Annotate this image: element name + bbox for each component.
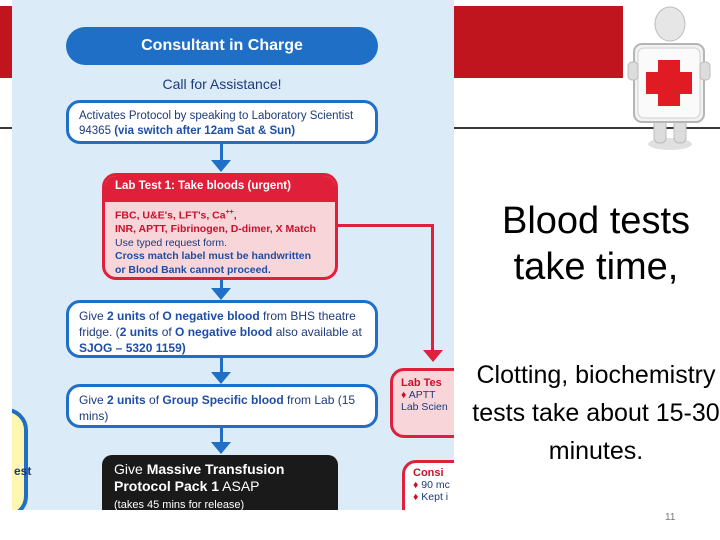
side-consider-row1: 90 mc (421, 479, 450, 491)
side-lab-test-box: Lab Tes ♦ APTT Lab Scien (390, 368, 454, 438)
slide-title: Blood tests take time, (502, 200, 690, 288)
arrow-1-head (211, 160, 231, 172)
red-connector-head (423, 350, 443, 362)
activate-text: Activates Protocol by speaking to Labora… (79, 110, 354, 138)
gs-blood: Group Specific blood (162, 393, 284, 407)
oneg-text-1: Give (79, 309, 108, 323)
red-connector-horizontal (338, 224, 434, 227)
oneg-text-3: from BHS theatre fridge. ( (79, 309, 356, 339)
oneg-text-4: of (158, 324, 176, 339)
mtp-pack: Massive Transfusion Protocol Pack 1 (114, 461, 285, 494)
arrow-3-head (211, 372, 231, 384)
mtp-release-note: (takes 45 mins for release) (114, 498, 245, 510)
lab-test-1-title: Lab Test 1: Take bloods (urgent) (105, 176, 335, 202)
page-number: 11 (665, 512, 676, 523)
mtp-box: Give Massive Transfusion Protocol Pack 1… (102, 455, 338, 510)
oneg-text-5: also available at (272, 324, 362, 339)
consultant-header: Consultant in Charge (66, 27, 378, 65)
arrow-4 (220, 428, 223, 444)
arrow-4-head (211, 442, 231, 454)
gs-text-1: Give (79, 393, 108, 407)
lab-test-1-line1-end: , (233, 209, 237, 222)
gs-text-3: from Lab (15 mins) (79, 393, 356, 423)
gs-units: 2 units (107, 393, 146, 407)
arrow-2 (220, 280, 223, 292)
gs-text-2: of (145, 393, 163, 407)
oneg-blood-1: O negative blood (162, 309, 260, 323)
drop-icon: ♦ (401, 389, 407, 401)
lab-test-1-sup: ++ (225, 209, 234, 216)
o-negative-box: Give 2 units of O negative blood from BH… (66, 300, 378, 358)
left-edge-text: est (14, 464, 32, 478)
lab-test-1-line3: Use typed request form. (115, 236, 228, 249)
lab-test-1-line2: INR, APTT, Fibrinogen, D-dimer, X Match (115, 223, 316, 236)
arrow-3 (220, 358, 223, 374)
side-lab-test-row2: Lab Scien (401, 401, 448, 413)
side-consider-box: Consi ♦ 90 mc ♦ Kept i (402, 460, 454, 510)
arrow-1 (220, 144, 223, 162)
first-aid-figure-icon (627, 6, 711, 150)
oneg-text-2: of (145, 309, 163, 323)
lab-test-1-line4: Cross match label must be handwritten (115, 250, 312, 263)
activate-switch-note: (via switch after 12am Sat & Sun) (114, 125, 296, 138)
arrow-2-head (211, 288, 231, 300)
side-consider-title: Consi (413, 467, 444, 479)
lab-test-1-line5: or Blood Bank cannot proceed. (115, 264, 271, 277)
mtp-text-1: Give (114, 461, 147, 477)
drop-icon: ♦ (413, 491, 419, 503)
oneg-units-1: 2 units (107, 309, 146, 323)
lab-test-1-box: Lab Test 1: Take bloods (urgent) FBC, U&… (102, 173, 338, 280)
oneg-blood-2: O negative blood (175, 324, 273, 339)
mtp-asap: ASAP (219, 477, 260, 494)
group-specific-box: Give 2 units of Group Specific blood fro… (66, 384, 378, 428)
slide-subtitle: Clotting, biochemistry tests take about … (472, 361, 720, 465)
activate-protocol-box: Activates Protocol by speaking to Labora… (66, 100, 378, 144)
side-consider-row2: Kept i (421, 491, 449, 503)
drop-icon: ♦ (413, 479, 419, 491)
side-lab-test-row1: APTT (408, 389, 436, 401)
call-for-assistance: Call for Assistance! (162, 76, 282, 92)
red-connector-vertical (431, 224, 434, 352)
oneg-units-2: 2 units (119, 324, 159, 339)
left-edge-badge: est (12, 408, 32, 510)
lab-test-1-line1: FBC, U&E's, LFT's, Ca (115, 209, 226, 222)
oneg-sjog: SJOG – 5320 1159) (79, 340, 186, 355)
side-lab-test-title: Lab Tes (401, 377, 442, 389)
protocol-flowchart: est Consultant in Charge Call for Assist… (12, 0, 454, 510)
